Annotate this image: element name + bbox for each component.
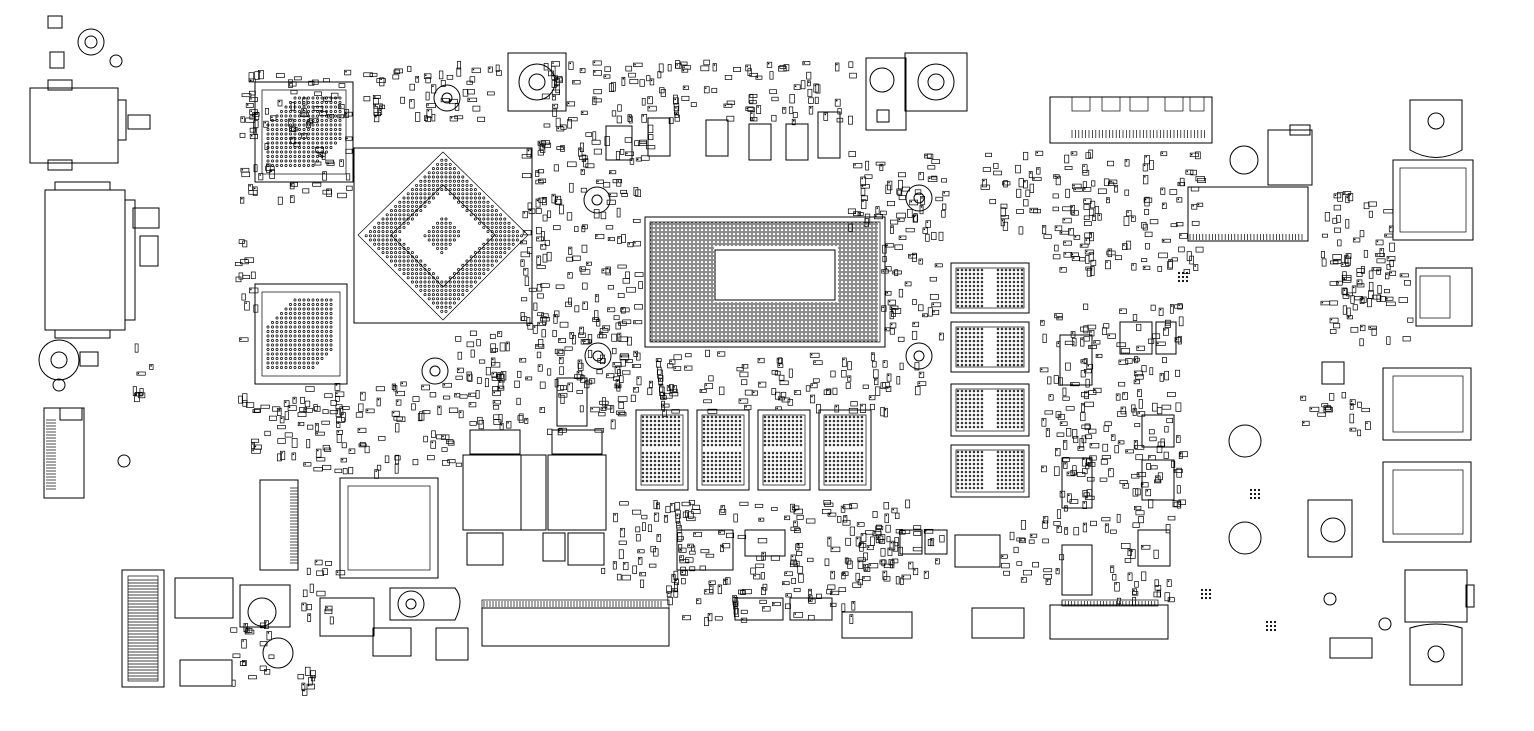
screw-holes: [421, 84, 933, 385]
smd-cluster: [238, 393, 308, 462]
smd-cluster: [363, 60, 502, 123]
bga-pad-grid: [956, 327, 1024, 367]
via-cluster: [1265, 620, 1277, 632]
smd-cluster: [980, 150, 1044, 235]
smd-cluster: [847, 151, 950, 232]
bga-pad-grid: [824, 415, 864, 483]
connector-pins: [1071, 130, 1205, 138]
right-power-inductors: [1059, 321, 1177, 596]
bottom-left-ports: [174, 577, 469, 687]
left-top-mount-holes: [47, 15, 123, 69]
via-cluster: [1177, 271, 1189, 283]
smd-cluster: [666, 580, 862, 627]
bga-pad-grid: [641, 415, 681, 483]
connector-pins: [128, 579, 158, 680]
vrm-inductors: [462, 377, 607, 566]
smd-cluster: [1039, 303, 1188, 536]
smd-cluster: [239, 69, 353, 205]
smd-cluster: [303, 381, 463, 479]
connector-pins: [1189, 234, 1303, 240]
bga-pad-grid: [650, 222, 878, 342]
connector-pins: [46, 419, 56, 490]
right-mount-bottom: [1409, 623, 1463, 686]
smd-cluster: [881, 219, 944, 342]
audio-jack-right: [1404, 569, 1475, 623]
usb-a-port-right-2: [1382, 461, 1472, 543]
top-right-connector: [1187, 124, 1313, 242]
mem-bottom-4: [818, 409, 872, 491]
smd-component-field: [46, 59, 1414, 696]
smd-cluster: [1042, 149, 1206, 277]
mem-bottom-3: [757, 409, 811, 491]
ffc-connector-main: [481, 599, 670, 647]
top-fan-mount-1: [507, 52, 567, 112]
usb-c-port-right: [1392, 159, 1474, 241]
smd-cluster: [455, 330, 633, 436]
bga-pad-grid: [956, 389, 1024, 429]
mem-bottom-1: [635, 409, 689, 491]
smd-cluster: [234, 239, 259, 342]
left-mount-hole-2: [38, 339, 99, 392]
cpu-bga: [644, 216, 886, 348]
bga-pad-grid: [956, 450, 1024, 490]
right-large-circles: [1228, 424, 1262, 555]
smd-cluster: [1000, 520, 1065, 585]
smd-cluster: [132, 343, 154, 403]
smd-cluster: [1110, 543, 1175, 606]
sodimm-connector: [121, 479, 299, 688]
connector-pins: [483, 601, 662, 607]
smd-cluster: [600, 349, 927, 418]
usb-a-port-right-1: [1382, 367, 1472, 441]
bga-pad-grid: [702, 415, 742, 483]
smd-cluster: [541, 60, 657, 165]
left-fpc-connector: [43, 407, 131, 499]
top-fan-mount-2: [865, 52, 968, 131]
ffc-connector-right: [1049, 599, 1169, 640]
via-cluster: [1200, 588, 1212, 600]
connector-pins: [290, 487, 298, 564]
smd-cluster: [649, 59, 857, 126]
dram-left-bottom: [254, 283, 348, 385]
mem-right-4: [950, 444, 1030, 498]
bga-pad-grid: [763, 415, 803, 483]
usb-port-left-top: [29, 79, 151, 171]
bottom-center-ics: [676, 529, 1025, 639]
right-mount-top: [1409, 99, 1463, 158]
bga-pad-grid: [364, 158, 524, 313]
bga-pad-grid: [956, 268, 1024, 308]
mem-right-1: [950, 262, 1030, 314]
smd-cluster: [1320, 191, 1396, 315]
smd-cluster: [297, 666, 316, 696]
mem-right-3: [950, 383, 1030, 437]
bga-pad-grid: [266, 298, 333, 369]
smd-cluster: [1329, 259, 1414, 347]
smd-cluster: [301, 559, 346, 625]
mem-right-2: [950, 321, 1030, 373]
smd-cluster: [842, 519, 945, 585]
top-mosfet-row: [605, 111, 841, 161]
smd-cluster: [230, 620, 275, 687]
ec-qfn: [339, 477, 439, 579]
bga-pad-grid: [266, 96, 342, 167]
ddr-slot-top-right: [1049, 96, 1213, 144]
usb-c-port-left: [44, 181, 160, 339]
usb-port-right-small: [1415, 267, 1473, 327]
connector-pins: [1061, 601, 1156, 606]
smd-cluster: [520, 139, 647, 345]
smd-cluster: [601, 499, 914, 588]
mem-bottom-2: [696, 409, 750, 491]
right-side-misc: [1307, 361, 1392, 659]
via-cluster: [1249, 488, 1261, 500]
smd-cluster: [1300, 392, 1371, 437]
bottom-mount-bracket: [389, 587, 461, 621]
